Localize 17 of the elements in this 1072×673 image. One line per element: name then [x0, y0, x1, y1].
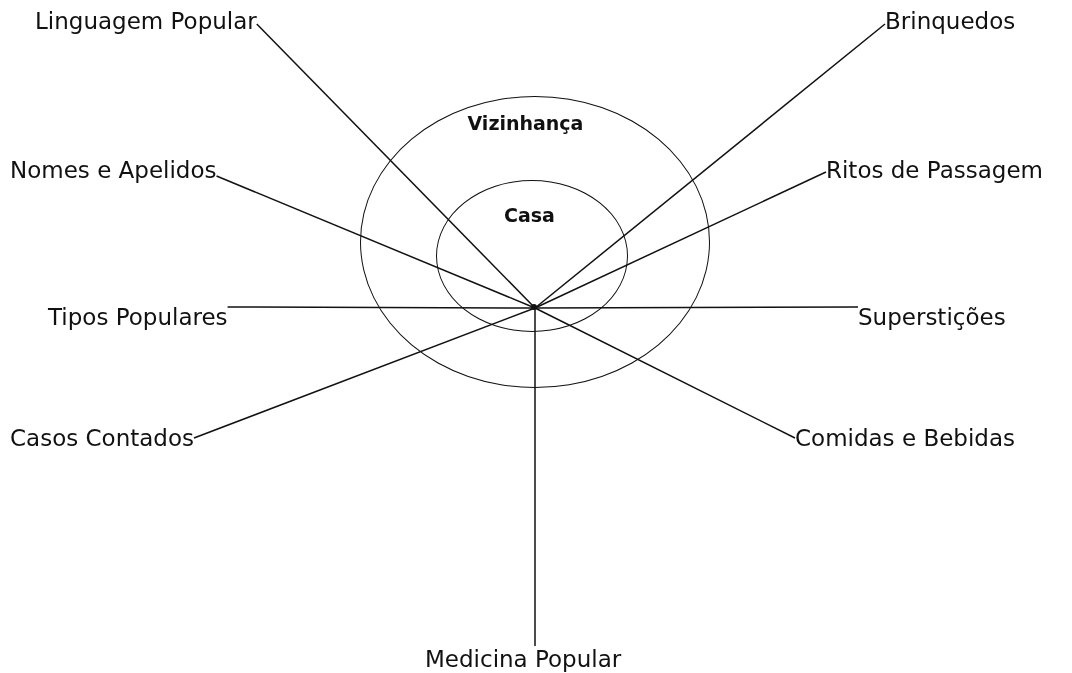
topic-label: Linguagem Popular: [35, 8, 257, 34]
circle-label: Vizinhança: [467, 111, 584, 134]
topic-label: Brinquedos: [885, 8, 1016, 34]
topic-label: Tipos Populares: [48, 304, 228, 330]
topic-label: Nomes e Apelidos: [10, 157, 217, 183]
connector-line: [534, 307, 536, 647]
topic-label: Medicina Popular: [425, 646, 622, 672]
connector-line: [534, 23, 886, 309]
topic-label: Ritos de Passagem: [826, 157, 1043, 183]
connector-line: [534, 307, 796, 439]
topic-label: Casos Contados: [10, 425, 194, 451]
connector-line: [534, 171, 827, 309]
center-point: [531, 304, 537, 310]
topic-label: Comidas e Bebidas: [795, 425, 1015, 451]
connector-line: [534, 306, 859, 309]
circle-label: Casa: [504, 204, 555, 226]
topic-label: Superstições: [858, 304, 1006, 330]
